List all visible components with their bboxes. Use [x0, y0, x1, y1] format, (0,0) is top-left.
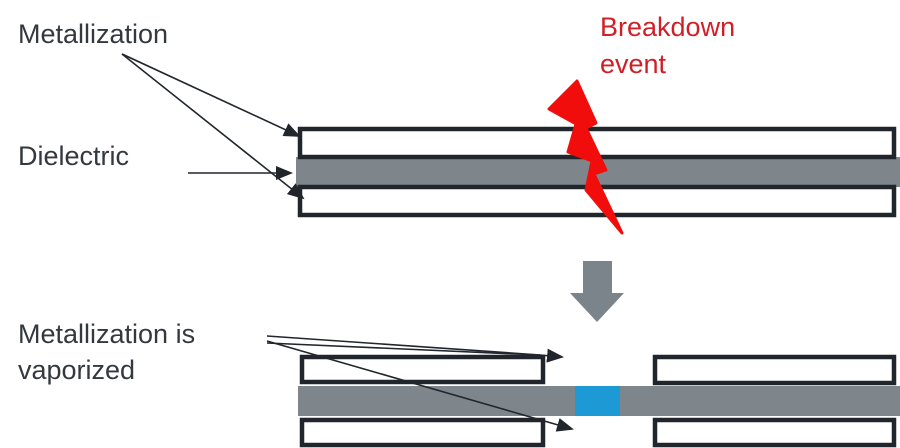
metallization-pointer-bottom: [121, 53, 305, 200]
metallization-pointer-top: [121, 53, 301, 137]
vaporized-pointer-top-arrow: [539, 348, 564, 363]
healed-breakdown-spot: [575, 386, 620, 416]
vaporized-pointer-top-a: [266, 335, 541, 356]
vaporized-pointer-bottom: [266, 340, 574, 432]
metallization-top-right-segment: [652, 354, 897, 386]
label-metallization-vaporized: Metallization is vaporized: [18, 319, 196, 385]
label-breakdown-event: Breakdown event: [600, 12, 736, 79]
metallization-top-layer: [297, 126, 897, 160]
label-dielectric: Dielectric: [18, 141, 130, 171]
label-metallization: Metallization: [18, 19, 169, 49]
metallization-top-left-segment: [299, 354, 546, 385]
down-arrow-icon: [570, 261, 624, 322]
vaporized-pointer-top-b: [266, 342, 541, 356]
lightning-bolt-icon: [547, 79, 624, 235]
metallization-bottom-left-segment: [299, 417, 546, 448]
metallization-bottom-right-segment: [652, 417, 897, 448]
